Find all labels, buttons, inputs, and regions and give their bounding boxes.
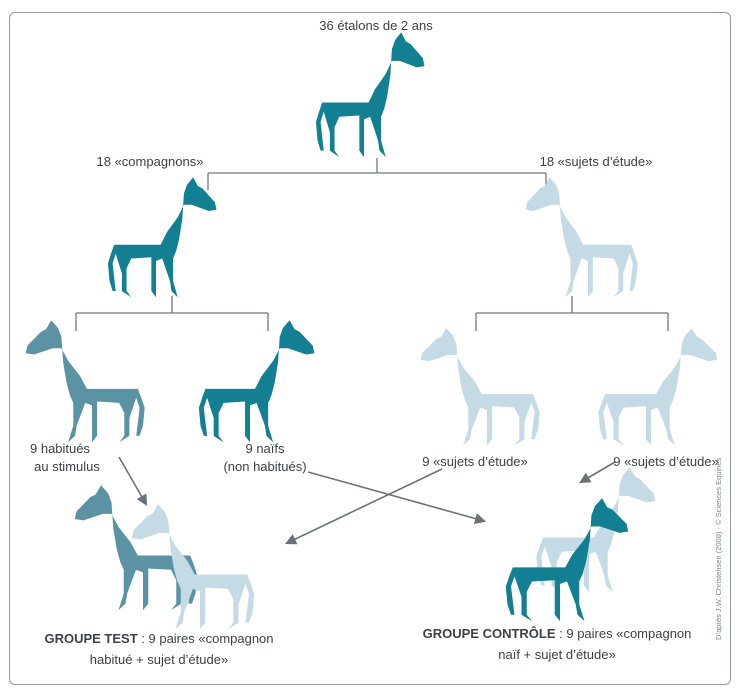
arrow-naifs-to-control <box>307 471 487 524</box>
horse-icon-test-compagnon <box>74 485 198 611</box>
horse-icon-naifs <box>198 320 315 443</box>
label-habitues-line2: au stimulus <box>34 459 100 474</box>
arrow-sujets-to-control <box>579 461 616 484</box>
label-naifs-line2: (non habitués) <box>223 459 306 474</box>
horse-icon-compagnons <box>107 177 217 298</box>
horse-icon-sujets <box>525 177 638 298</box>
credit-text: D’après J.W. Christensen (2008) - © Scie… <box>714 457 723 640</box>
connector-right <box>475 296 669 331</box>
diagram-frame <box>9 12 731 685</box>
horse-icon-sujets-a <box>420 328 540 446</box>
horse-icon-sujets-b <box>598 328 718 446</box>
horse-icon-ctrl-compagnon <box>505 498 629 622</box>
label-habitues-line1: 9 habitués <box>30 441 90 456</box>
label-groupe-test-bold: GROUPE TEST <box>44 631 137 646</box>
horse-icon-top <box>315 32 425 158</box>
arrow-habitues-to-test <box>118 456 148 506</box>
label-top: 36 étalons de 2 ans <box>319 18 433 33</box>
connector-top <box>207 158 547 190</box>
label-groupe-controle: GROUPE CONTRÔLE : 9 paires «compagnon <box>423 626 692 641</box>
label-groupe-controle-line2: naïf + sujet d’étude» <box>498 647 615 662</box>
label-sujets: 18 «sujets d’étude» <box>540 154 653 169</box>
label-groupe-controle-rest: : 9 paires «compagnon <box>556 626 692 641</box>
label-compagnons: 18 «compagnons» <box>97 154 204 169</box>
tree-connectors <box>75 158 669 331</box>
assignment-arrows <box>118 456 616 545</box>
label-groupe-test-rest: : 9 paires «compagnon <box>138 631 274 646</box>
label-groupe-test: GROUPE TEST : 9 paires «compagnon <box>44 631 273 646</box>
label-sujets-b: 9 «sujets d’étude» <box>613 454 719 469</box>
label-groupe-controle-bold: GROUPE CONTRÔLE <box>423 626 556 641</box>
arrow-sujets-to-test <box>284 468 443 545</box>
connector-left <box>75 296 269 331</box>
label-naifs-line1: 9 naïfs <box>245 441 285 456</box>
horse-icon-habitues <box>25 320 145 443</box>
label-groupe-test-line2: habitué + sujet d’étude» <box>90 652 228 667</box>
label-sujets-a: 9 «sujets d’étude» <box>422 454 528 469</box>
